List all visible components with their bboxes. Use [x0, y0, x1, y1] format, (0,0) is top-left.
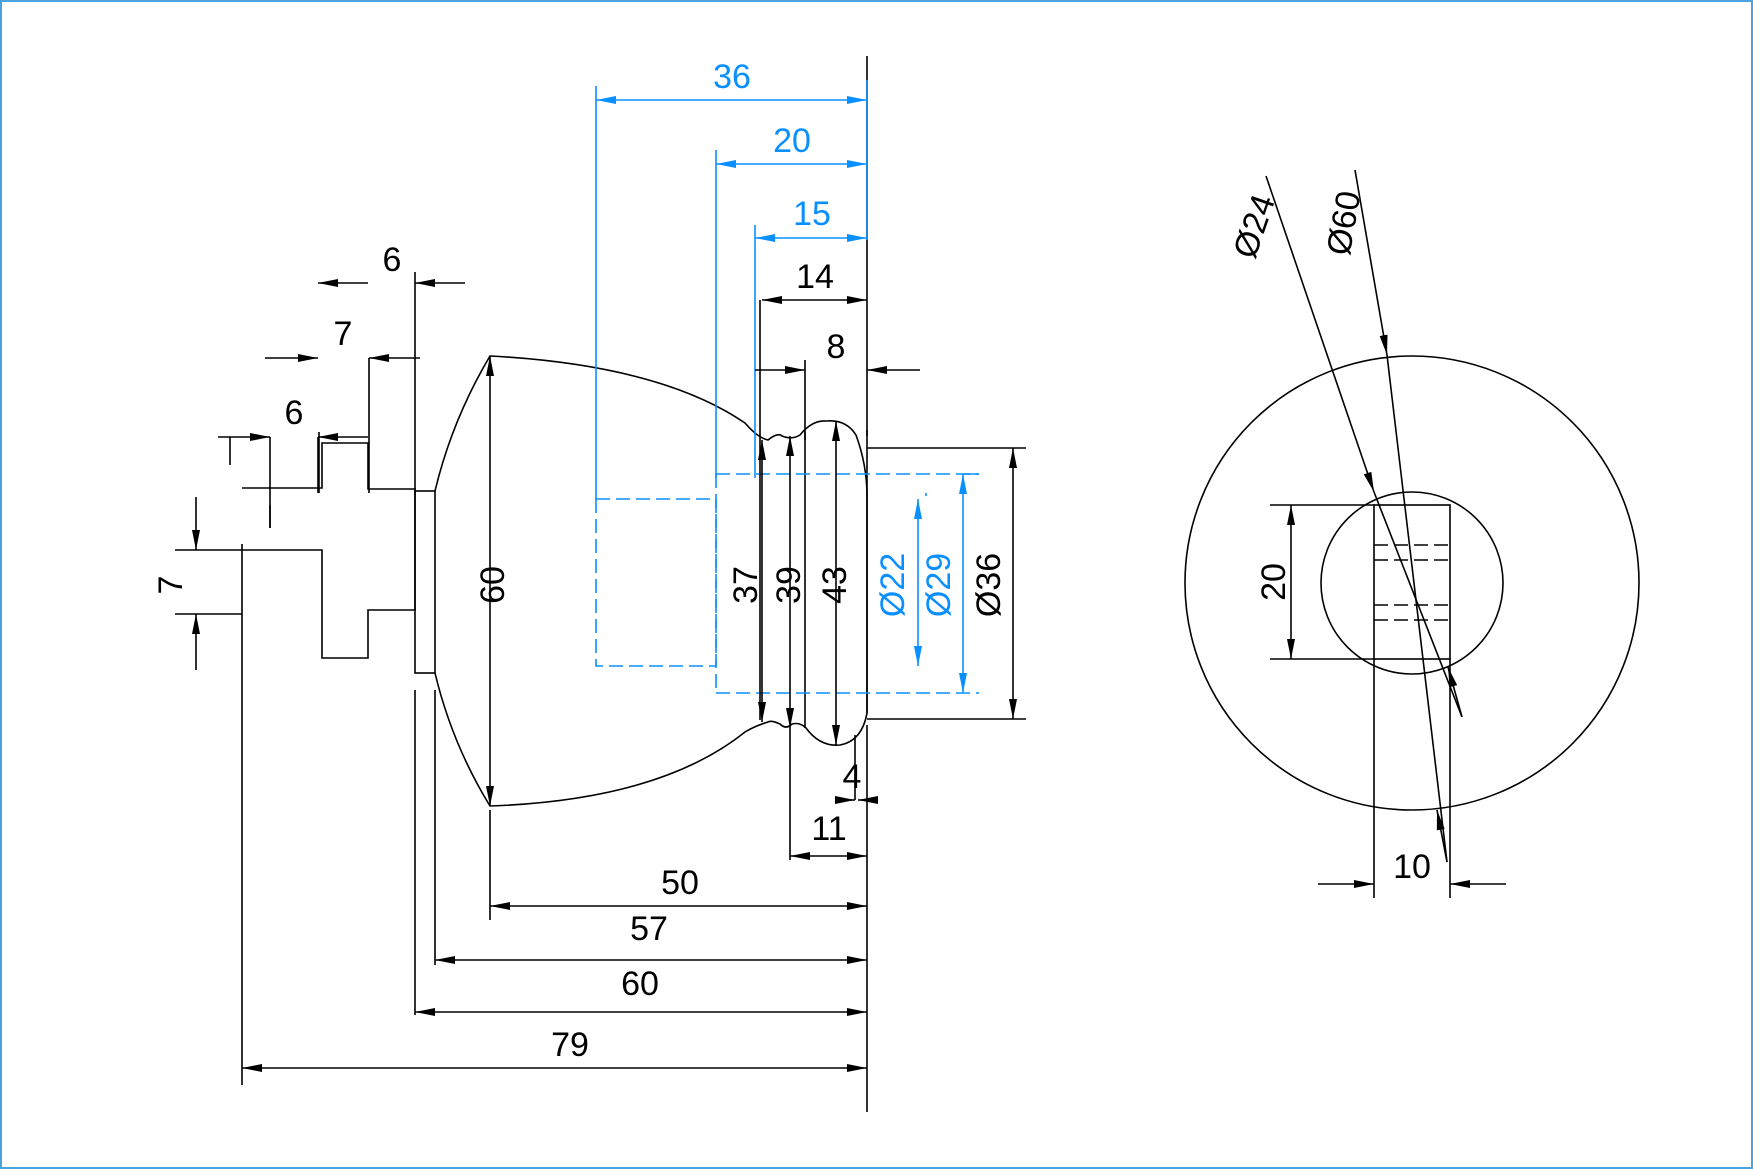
- side-dim-20: 20: [1255, 563, 1293, 601]
- dim-blue-36: 36: [713, 58, 751, 96]
- dim-left-7: 7: [152, 576, 190, 595]
- dim-79: 79: [551, 1026, 589, 1064]
- dim-blue-20: 20: [773, 122, 811, 160]
- dim-height-60: 60: [474, 566, 512, 604]
- side-dim-dia-60: Ø60: [1320, 188, 1369, 258]
- dim-14: 14: [796, 258, 834, 296]
- side-view: 20 10 Ø24 Ø60: [1184, 169, 1640, 898]
- dim-top-6b: 6: [285, 394, 304, 432]
- dim-top-7: 7: [334, 315, 353, 353]
- square-slot: [1373, 504, 1451, 660]
- bore-36-hidden: [595, 498, 717, 667]
- dim-37: 37: [727, 566, 765, 604]
- front-dimensions: 6 7 6 7 60 37 39 43 Ø22 Ø29 Ø36: [152, 58, 1017, 1072]
- inner-circle: [1320, 491, 1504, 675]
- side-dim-10: 10: [1393, 848, 1431, 886]
- dim-43: 43: [816, 566, 854, 604]
- dim-dia-29: Ø29: [920, 553, 958, 617]
- dim-11: 11: [811, 810, 846, 848]
- dim-blue-15: 15: [793, 195, 831, 233]
- cross-key: [242, 442, 416, 659]
- dim-dia-22: Ø22: [874, 553, 912, 617]
- dim-top-6: 6: [383, 241, 402, 279]
- flange: [414, 490, 436, 674]
- dim-50: 50: [661, 864, 699, 902]
- dim-dia-36: Ø36: [970, 553, 1008, 617]
- outer-circle: [1184, 355, 1640, 811]
- dim-8: 8: [827, 328, 846, 366]
- dim-4: 4: [843, 758, 862, 796]
- dim-57: 57: [630, 910, 668, 948]
- side-dim-dia-24: Ø24: [1226, 190, 1283, 263]
- dim-60-horizontal: 60: [621, 965, 659, 1003]
- dim-39: 39: [770, 566, 808, 604]
